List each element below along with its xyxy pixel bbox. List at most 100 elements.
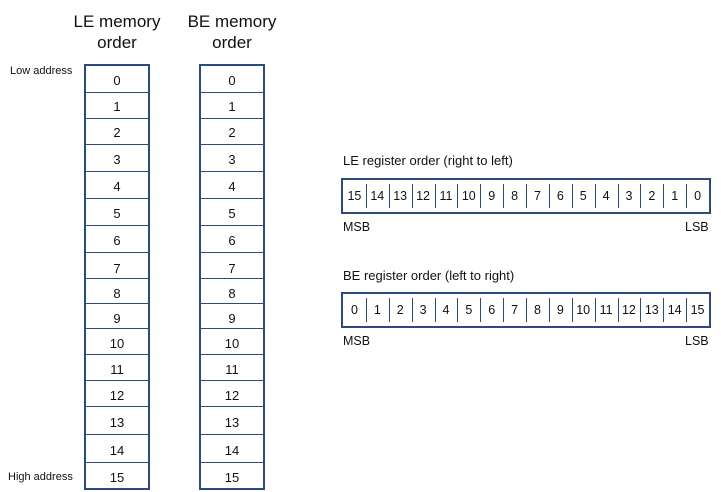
memory-cell-divider [201,171,263,172]
le-memory-cell: 7 [113,260,121,276]
le-register-bit: 12 [411,180,435,212]
be-memory-order-title: BE memory order [180,11,284,53]
be-memory-cell: 15 [224,469,240,485]
memory-cell-divider [201,118,263,119]
be-memory-cell: 12 [224,387,240,403]
le-memory-cell: 5 [113,205,121,221]
high-address-label: High address [8,471,73,483]
memory-cell-divider [86,406,148,407]
be-register-bit: 10 [571,294,595,326]
memory-cell-divider [201,303,263,304]
le-register-title: LE register order (right to left) [343,153,513,168]
le-memory-cell: 9 [113,310,121,326]
be-register-bit: 0 [350,303,358,317]
le-memory-cell: 11 [110,361,124,377]
be-memory-cell: 13 [224,414,240,430]
memory-cell-divider [201,144,263,145]
be-memory-cell: 10 [224,335,240,351]
be-register-title: BE register order (left to right) [343,268,515,283]
le-register-bit: 1 [663,180,686,212]
le-memory-order-title: LE memory order [66,11,168,53]
be-memory-cell: 5 [228,205,236,221]
memory-cell-divider [86,462,148,463]
memory-cell-divider [201,380,263,381]
be-register-bit: 7 [503,294,526,326]
memory-cell-divider [86,354,148,355]
le-memory-cell: 2 [113,124,121,140]
le-register-bit: 7 [526,180,549,212]
be-lsb-label: LSB [685,334,709,348]
memory-cell-divider [86,118,148,119]
be-memory-title-line1: BE memory [187,12,277,31]
le-memory-cell: 12 [109,387,125,403]
be-memory-cell: 14 [224,442,240,458]
be-memory-cell: 7 [228,260,236,276]
memory-cell-divider [86,278,148,279]
le-memory-cell: 8 [113,285,121,301]
le-memory-cell: 1 [113,98,121,114]
memory-cell-divider [201,434,263,435]
be-memory-title-line2: order [212,33,252,52]
le-register-bit: 6 [548,180,572,212]
be-memory-cell: 2 [228,124,236,140]
be-register-bit: 9 [548,294,572,326]
be-memory-cell: 9 [228,310,236,326]
be-register-bit: 12 [617,294,641,326]
le-memory-cell: 14 [109,442,125,458]
be-msb-label: MSB [343,334,371,348]
be-register-bit: 13 [640,294,663,326]
le-register-bit: 4 [594,180,618,212]
memory-cell-divider [201,278,263,279]
le-memory-cell: 6 [113,232,121,248]
le-memory-title-line1: LE memory [73,12,161,31]
le-register-bit: 3 [617,180,641,212]
memory-cell-divider [86,434,148,435]
be-memory-cell: 1 [228,98,236,114]
memory-cell-divider [86,252,148,253]
be-register-bit: 5 [457,294,480,326]
le-memory-cell: 15 [109,469,125,485]
be-register-bit: 4 [434,294,458,326]
le-register-bit: 13 [388,180,412,212]
le-register-bit: 14 [365,180,389,212]
be-register-bit: 1 [365,294,389,326]
be-register-bit: 8 [526,294,549,326]
memory-cell-divider [86,380,148,381]
memory-cell-divider [86,198,148,199]
le-memory-title-line2: order [97,33,137,52]
memory-cell-divider [201,252,263,253]
memory-cell-divider [201,406,263,407]
be-register-bit: 2 [388,294,412,326]
be-memory-cell: 6 [228,232,236,248]
le-memory-cell: 4 [113,178,121,194]
be-register-bit: 15 [686,294,709,326]
le-register-bit: 2 [640,180,663,212]
be-register-bit: 14 [663,294,686,326]
memory-cell-divider [86,303,148,304]
be-memory-cell: 0 [228,72,236,88]
memory-cell-divider [86,92,148,93]
be-memory-cell: 3 [228,151,236,167]
le-lsb-label: LSB [685,220,709,234]
memory-cell-divider [201,354,263,355]
le-memory-cell: 3 [113,151,121,167]
memory-cell-divider [201,328,263,329]
memory-cell-divider [86,328,148,329]
le-memory-cell: 10 [109,335,125,351]
be-memory-cell: 11 [225,361,239,377]
be-register-bit: 6 [480,294,503,326]
le-register-bit: 9 [480,180,503,212]
le-register-bit: 0 [686,180,709,212]
le-memory-cell: 0 [113,72,121,88]
le-register-bit: 15 [347,189,362,203]
memory-cell-divider [201,225,263,226]
be-memory-cell: 4 [228,178,236,194]
le-register-bit: 5 [571,180,595,212]
be-register-bit: 3 [411,294,435,326]
memory-cell-divider [86,171,148,172]
memory-cell-divider [201,198,263,199]
